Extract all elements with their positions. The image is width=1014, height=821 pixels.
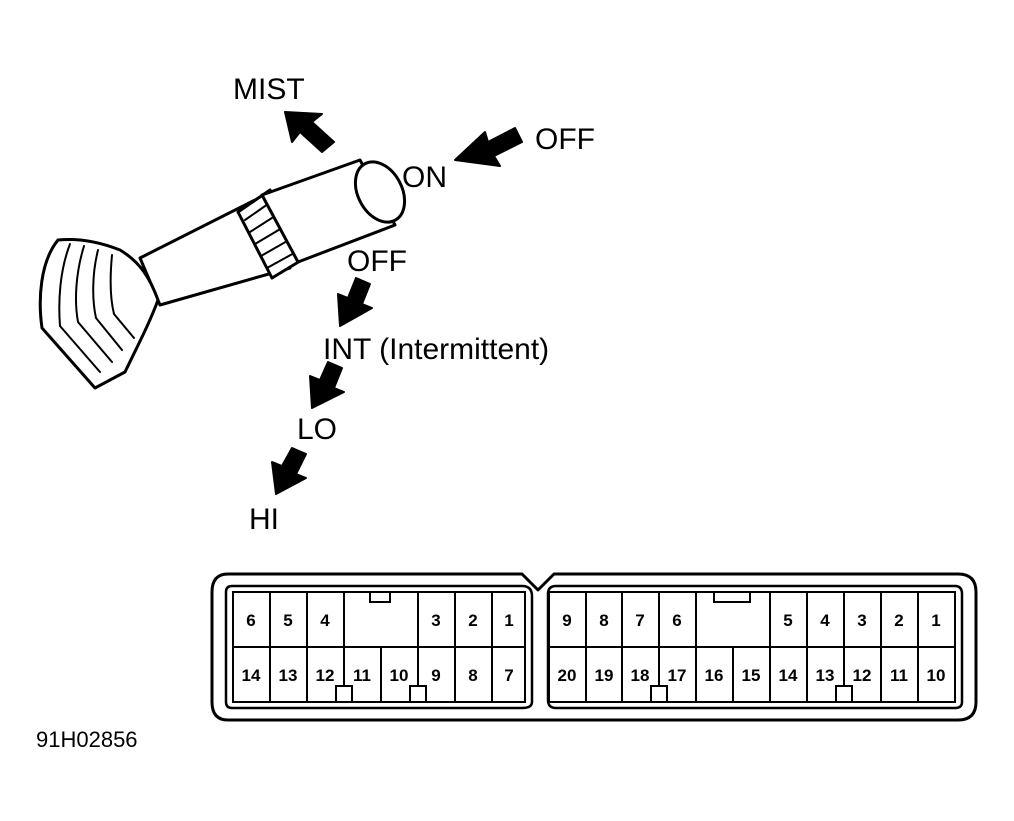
pin-label: 16	[705, 666, 724, 685]
label-washer-on: ON	[402, 161, 447, 194]
pin-label: 18	[631, 666, 650, 685]
pin-label: 3	[431, 611, 440, 630]
label-mist: MIST	[233, 73, 305, 106]
pin-label: 11	[890, 666, 908, 685]
label-wiper-hi: HI	[249, 503, 279, 536]
wiper-switch-stalk	[38, 158, 407, 390]
pin-label: 11	[353, 666, 371, 685]
pin-label: 8	[599, 611, 608, 630]
pin-label: 1	[504, 611, 513, 630]
pin-label: 15	[742, 666, 761, 685]
connector-left	[232, 591, 526, 703]
connector-right	[548, 591, 956, 703]
pin-label: 5	[783, 611, 792, 630]
stalk-end-cap	[353, 160, 407, 224]
pin-label: 12	[316, 666, 335, 685]
direction-arrows	[271, 111, 523, 495]
pin-label: 7	[635, 611, 644, 630]
pin-label: 4	[320, 611, 330, 630]
pin-label: 6	[246, 611, 255, 630]
pin-label: 1	[931, 611, 940, 630]
pin-label: 10	[390, 666, 409, 685]
pin-label: 13	[279, 666, 298, 685]
pin-label: 7	[504, 666, 513, 685]
pin-label: 13	[816, 666, 835, 685]
pin-label: 9	[562, 611, 571, 630]
connector-left-top-pins: 6 5 4 3 2 1	[246, 611, 513, 630]
label-wiper-int: INT (Intermittent)	[323, 333, 549, 366]
hi-arrow-icon	[271, 447, 307, 495]
pin-label: 14	[779, 666, 798, 685]
label-washer-off: OFF	[535, 123, 595, 156]
figure-code: 91H02856	[36, 727, 138, 752]
pin-label: 20	[558, 666, 577, 685]
int-arrow-icon	[337, 277, 373, 327]
pin-label: 2	[468, 611, 477, 630]
pin-label: 9	[431, 666, 440, 685]
pin-label: 19	[595, 666, 614, 685]
pin-label: 4	[820, 611, 830, 630]
position-labels: MIST OFF ON OFF INT (Intermittent) LO HI	[233, 73, 595, 536]
label-wiper-off: OFF	[347, 245, 407, 278]
mist-arrow-icon	[284, 111, 335, 153]
pin-label: 2	[894, 611, 903, 630]
pin-label: 6	[672, 611, 681, 630]
label-wiper-lo: LO	[297, 413, 337, 446]
connector-left-bottom-pins: 14 13 12 11 10 9 8 7	[242, 666, 514, 685]
stalk-boot	[38, 238, 160, 390]
pin-label: 8	[468, 666, 477, 685]
lo-arrow-icon	[309, 361, 345, 409]
pin-label: 17	[668, 666, 687, 685]
pin-label: 10	[927, 666, 946, 685]
pin-label: 14	[242, 666, 261, 685]
pin-label: 12	[853, 666, 872, 685]
pin-label: 3	[857, 611, 866, 630]
connector-right-bottom-pins: 20 19 18 17 16 15 14 13 12 11 10	[558, 666, 946, 685]
connector-right-top-pins: 9 8 7 6 5 4 3 2 1	[562, 611, 940, 630]
pin-label: 5	[283, 611, 292, 630]
on-arrow-icon	[454, 127, 523, 167]
